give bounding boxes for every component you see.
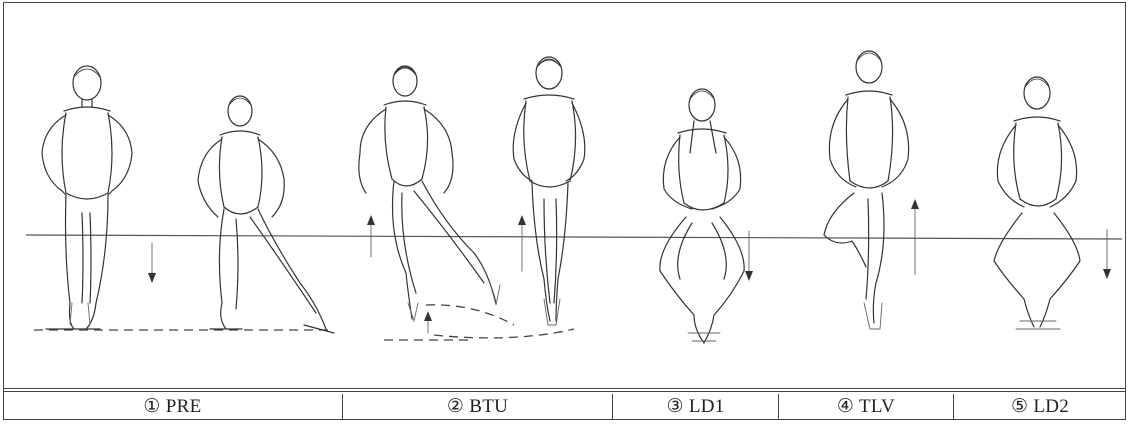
phase-label-tlv: ④ TLV [778,394,953,420]
dancer-figure-ld1-plie [660,89,744,343]
dancer-figure-btu-releve [513,57,585,325]
dancer-figure-ld2-plie [994,77,1080,329]
table-top-border [3,388,1126,389]
reference-line [26,235,1122,239]
dancer-figure-btu-arabesque [359,66,500,321]
floor-path-2 [426,305,514,325]
dancer-figure-pre-lunge [198,96,334,333]
phase-label-btu: ② BTU [342,394,612,420]
dancer-figure-tlv-passe [824,51,909,329]
phase-label-pre: ① PRE [3,394,342,420]
phase-label-ld1: ③ LD1 [612,394,778,420]
dancer-figure-pre-standing [42,66,132,329]
phase-label-row: ① PRE ② BTU ③ LD1 ④ TLV ⑤ LD2 [3,394,1126,420]
dance-sequence-illustration [4,3,1125,387]
table-top-border-double [3,391,1126,392]
phase-label-ld2: ⑤ LD2 [953,394,1126,420]
